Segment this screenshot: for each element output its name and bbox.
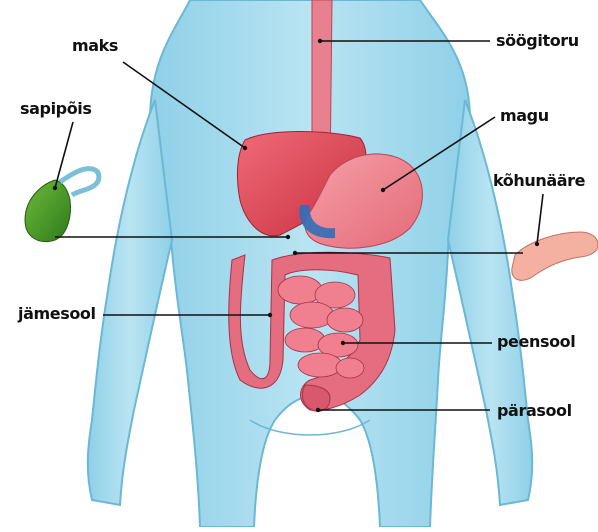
label-peensool: peensool — [497, 333, 575, 351]
label-sapipois: sapipõis — [20, 100, 92, 118]
label-maks: maks — [72, 37, 118, 55]
leader-kohunaare — [537, 194, 543, 244]
pancreas-illustration — [512, 232, 598, 280]
label-soogitoru: söögitoru — [496, 32, 579, 50]
label-magu: magu — [500, 107, 549, 125]
gallbladder-illustration — [25, 169, 99, 242]
label-kohunaare: kõhunääre — [493, 172, 585, 190]
label-jamesool: jämesool — [18, 305, 96, 323]
label-parasool: pärasool — [497, 402, 572, 420]
